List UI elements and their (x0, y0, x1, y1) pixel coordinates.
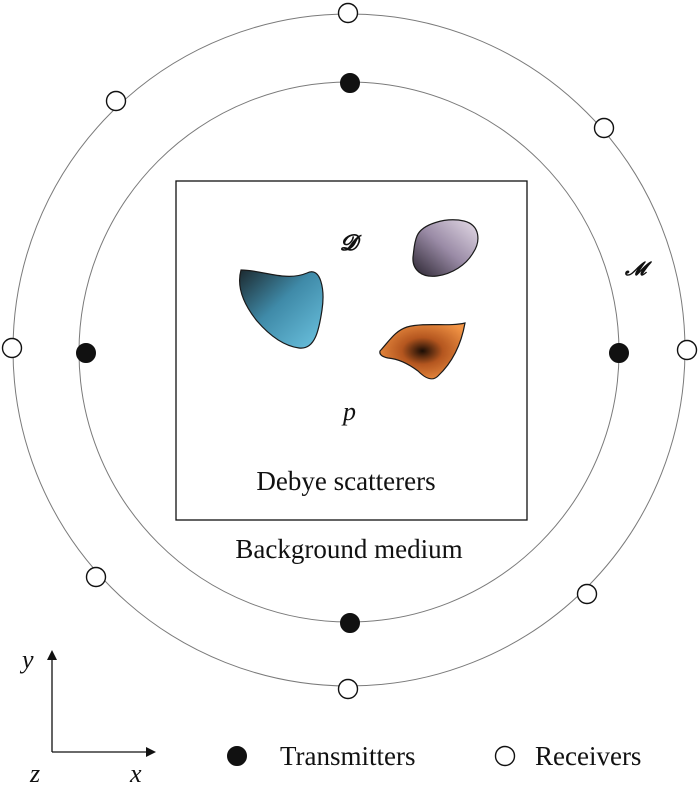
transmitter-marker (340, 73, 360, 93)
receiver-marker (676, 339, 698, 361)
legend-receiver-marker (494, 745, 516, 767)
transmitter-marker (609, 343, 629, 363)
transmitters (76, 73, 629, 633)
point-label: p (341, 397, 356, 426)
z-axis-label: z (29, 759, 40, 788)
legend: Transmitters Receivers (227, 741, 641, 771)
y-axis-label: y (19, 645, 34, 674)
transmitter-marker (76, 343, 96, 363)
legend-transmitters-label: Transmitters (280, 741, 416, 771)
scatterer-orange (379, 322, 466, 380)
coordinate-axes: y x z (19, 645, 156, 788)
transmitter-marker (340, 613, 360, 633)
scatterers-caption: Debye scatterers (256, 466, 435, 496)
receiver-marker (1, 337, 23, 359)
scatterer-blue (239, 269, 324, 349)
receiver-marker (105, 90, 127, 112)
receiver-marker (85, 566, 107, 588)
receiver-marker (337, 2, 359, 24)
scatterer-purple (412, 219, 479, 277)
legend-transmitter-marker (227, 746, 247, 766)
legend-receivers-label: Receivers (535, 741, 641, 771)
imaging-domain-box (175, 180, 528, 521)
background-caption: Background medium (235, 534, 462, 564)
receivers (1, 2, 698, 700)
receiver-marker (576, 583, 598, 605)
receiver-marker (593, 117, 615, 139)
x-axis-label: x (129, 759, 142, 788)
receiver-marker (337, 678, 359, 700)
domain-symbol: 𝓓 (340, 230, 362, 256)
measurement-symbol: 𝓜 (624, 258, 652, 280)
